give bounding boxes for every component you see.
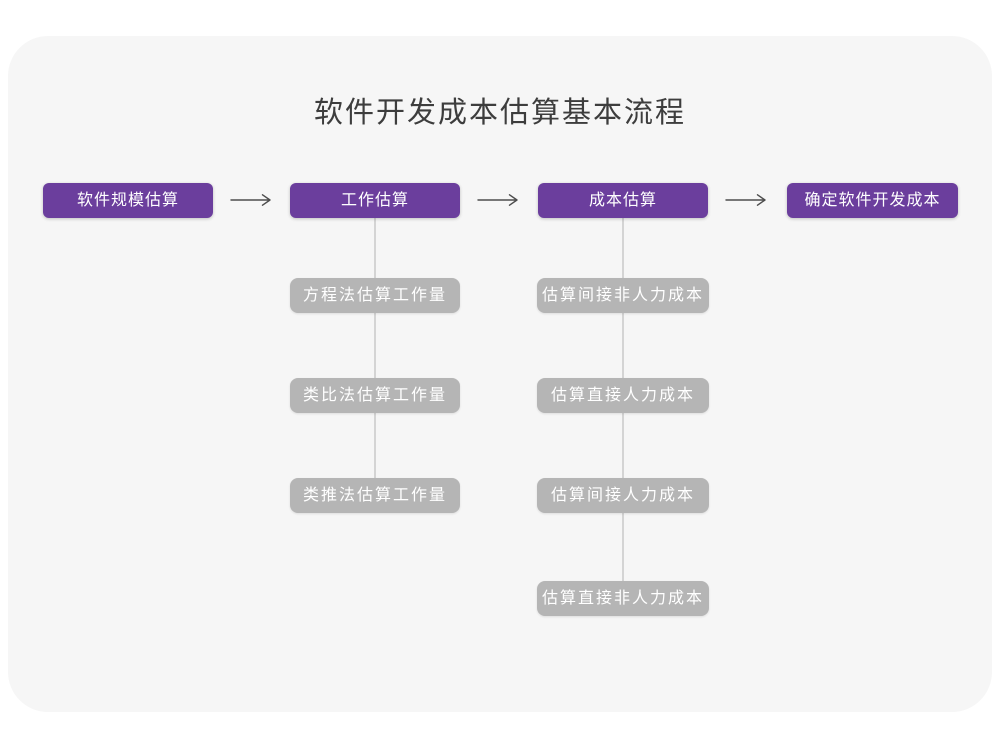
main-step-determine-software-dev-cost: 确定软件开发成本 (787, 183, 958, 218)
right-arrow-icon (725, 192, 767, 208)
work-branch-connector-line (374, 218, 376, 497)
right-arrow-icon (477, 192, 519, 208)
work-method-equation: 方程法估算工作量 (290, 278, 460, 313)
right-arrow-icon (230, 192, 272, 208)
diagram-title: 软件开发成本估算基本流程 (313, 97, 686, 129)
work-method-analogy: 类比法估算工作量 (290, 378, 460, 413)
cost-item-indirect-labor: 估算间接人力成本 (537, 478, 709, 513)
cost-item-direct-labor: 估算直接人力成本 (537, 378, 709, 413)
cost-item-indirect-non-labor: 估算间接非人力成本 (537, 278, 709, 313)
main-step-cost-estimation: 成本估算 (538, 183, 708, 218)
diagram-card (8, 36, 992, 712)
main-step-software-scale-estimation: 软件规模估算 (43, 183, 213, 218)
main-step-work-estimation: 工作估算 (290, 183, 460, 218)
work-method-extrapolation: 类推法估算工作量 (290, 478, 460, 513)
cost-item-direct-non-labor: 估算直接非人力成本 (537, 581, 709, 616)
